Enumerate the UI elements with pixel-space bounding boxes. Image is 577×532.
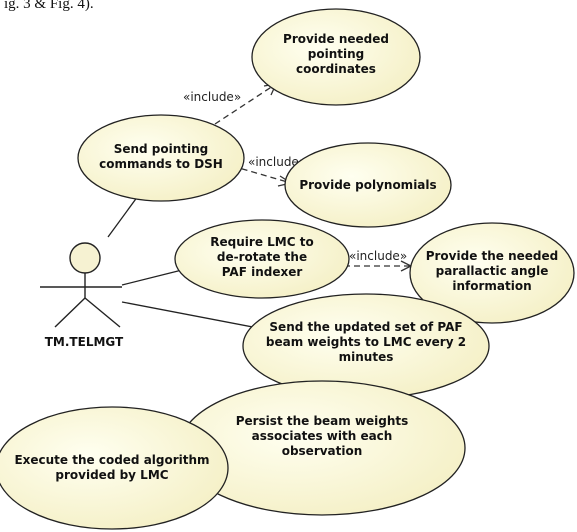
use-case-label-line: PAF indexer — [222, 265, 303, 279]
use-case-label-line: Provide polynomials — [299, 178, 436, 192]
use-case-label-line: de-rotate the — [217, 250, 307, 264]
use-case-label-line: provided by LMC — [55, 468, 168, 482]
use-case-require-lmc-derotate[interactable]: Require LMC to de-rotate the PAF indexer — [174, 219, 350, 299]
use-case-persist-beam-weights[interactable]: Persist the beam weights associates with… — [178, 380, 466, 516]
use-case-send-beam-weights[interactable]: Send the updated set of PAF beam weights… — [242, 293, 490, 399]
use-case-label-line: Provide needed — [283, 32, 389, 46]
use-case-provide-polynomials[interactable]: Provide polynomials — [284, 142, 452, 228]
use-case-label-line: information — [452, 279, 531, 293]
association-line-pointing — [107, 195, 139, 238]
use-case-label-line: Send the updated set of PAF — [269, 320, 462, 334]
include-label-parallactic: «include» — [349, 249, 407, 263]
include-arrow-coordinates — [214, 83, 277, 125]
association-line-beam-weights — [121, 301, 259, 329]
association-line-derotate — [121, 269, 183, 286]
use-case-label-line: minutes — [339, 350, 394, 364]
use-case-label-line: coordinates — [296, 62, 376, 76]
use-case-label-line: parallactic angle — [436, 264, 549, 278]
actor-name: TM.TELMGT — [45, 335, 124, 349]
use-case-label-line: pointing — [308, 47, 364, 61]
use-case-label-line: Send pointing — [114, 142, 209, 156]
use-case-provide-pointing-coordinates[interactable]: Provide needed pointing coordinates — [251, 8, 421, 106]
use-case-label-line: Persist the beam weights — [236, 414, 409, 428]
use-case-label-line: observation — [282, 444, 363, 458]
use-case-label-line: associates with each — [252, 429, 393, 443]
actor-stick-figure[interactable] — [40, 242, 122, 328]
include-label-coordinates: «include» — [183, 90, 241, 104]
use-case-send-pointing-commands[interactable]: Send pointing commands to DSH — [77, 114, 245, 202]
use-case-label-line: commands to DSH — [99, 157, 223, 171]
use-case-provide-parallactic-angle[interactable]: Provide the needed parallactic angle inf… — [409, 222, 575, 324]
use-case-label-line: Execute the coded algorithm — [14, 453, 209, 467]
use-case-label-line: beam weights to LMC every 2 — [266, 335, 466, 349]
use-case-label-line: Provide the needed — [426, 249, 559, 263]
use-case-label-line: Require LMC to — [210, 235, 313, 249]
use-case-execute-coded-algorithm[interactable]: Execute the coded algorithm provided by … — [0, 406, 229, 530]
caption-text: ig. 3 & Fig. 4). — [4, 0, 94, 12]
include-label-polynomials: «include» — [248, 155, 306, 169]
